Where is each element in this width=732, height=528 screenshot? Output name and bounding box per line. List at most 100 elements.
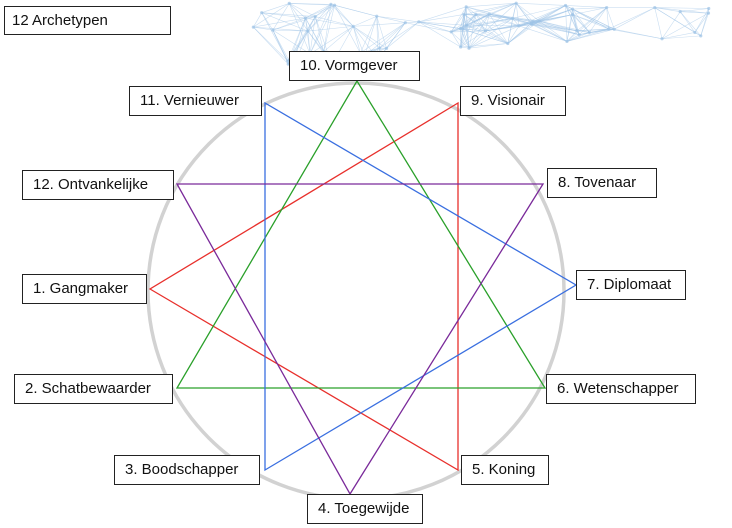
pattern-node	[260, 11, 264, 15]
pattern-line	[315, 4, 335, 17]
pattern-line	[379, 21, 419, 49]
pattern-line	[489, 13, 540, 22]
pattern-line	[572, 14, 615, 30]
pattern-line	[512, 18, 540, 22]
pattern-line	[661, 12, 709, 40]
pattern-line	[460, 28, 470, 49]
pattern-line	[694, 12, 709, 33]
pattern-line	[572, 7, 607, 10]
pattern-line	[261, 12, 309, 32]
pattern-node	[707, 6, 711, 11]
pattern-line	[680, 8, 709, 12]
pattern-node	[461, 27, 465, 31]
pattern-node	[464, 23, 468, 27]
pattern-line	[465, 6, 486, 32]
pattern-node	[459, 45, 463, 49]
pattern-line	[531, 24, 577, 32]
pattern-line	[579, 7, 607, 35]
pattern-node	[570, 13, 575, 17]
pattern-line	[315, 16, 354, 27]
pattern-line	[364, 16, 378, 57]
pattern-line	[485, 18, 513, 32]
pattern-line	[405, 21, 419, 24]
pattern-line	[289, 3, 331, 5]
pattern-node	[570, 7, 575, 11]
pattern-line	[468, 18, 513, 49]
pattern-node	[449, 30, 453, 34]
pattern-line	[468, 30, 486, 49]
pattern-line	[512, 18, 533, 25]
pattern-node	[510, 16, 515, 20]
pattern-node	[678, 10, 682, 14]
label-11-vernieuwer: 11. Vernieuwer	[129, 86, 262, 116]
pattern-line	[654, 7, 709, 9]
pattern-line	[307, 31, 311, 54]
pattern-line	[465, 6, 477, 15]
pattern-line	[489, 13, 533, 25]
pattern-node	[375, 14, 379, 18]
pattern-line	[460, 6, 467, 29]
pattern-line	[466, 2, 517, 26]
pattern-line	[608, 28, 663, 40]
pattern-line	[475, 2, 517, 15]
pattern-node	[699, 34, 703, 38]
pattern-node	[271, 28, 275, 32]
pattern-line	[272, 29, 311, 55]
pattern-line	[608, 7, 655, 30]
pattern-node	[464, 5, 468, 9]
pattern-line	[261, 3, 290, 13]
pattern-line	[460, 13, 490, 48]
pattern-line	[450, 14, 465, 33]
pattern-node	[287, 1, 291, 6]
pattern-line	[466, 25, 470, 49]
pattern-line	[654, 7, 681, 12]
pattern-node	[417, 20, 421, 24]
pattern-line	[515, 3, 533, 25]
triangle-3-7-11	[264, 101, 578, 472]
pattern-line	[576, 28, 609, 32]
pattern-line	[572, 8, 590, 33]
pattern-line	[418, 21, 452, 33]
pattern-node	[384, 46, 389, 50]
pattern-line	[463, 14, 508, 44]
pattern-line	[515, 3, 520, 26]
pattern-node	[351, 24, 355, 28]
pattern-line	[462, 28, 470, 49]
pattern-line	[566, 32, 590, 42]
pattern-node	[693, 30, 697, 35]
label-4-toegewijde: 4. Toegewijde	[307, 494, 423, 524]
pattern-line	[661, 35, 701, 40]
pattern-node	[474, 12, 478, 16]
pattern-line	[466, 25, 486, 32]
pattern-node	[565, 39, 569, 44]
label-5-koning: 5. Koning	[461, 455, 549, 485]
pattern-line	[531, 24, 568, 42]
pattern-line	[330, 4, 377, 17]
pattern-node	[653, 6, 657, 10]
pattern-node	[563, 3, 568, 8]
pattern-line	[572, 14, 609, 30]
pattern-line	[253, 3, 290, 28]
pattern-line	[309, 4, 332, 54]
pattern-line	[451, 14, 477, 33]
pattern-line	[466, 25, 508, 44]
label-8-tovenaar: 8. Tovenaar	[547, 168, 657, 198]
pattern-line	[572, 8, 609, 30]
pattern-line	[485, 14, 490, 32]
pattern-line	[475, 14, 486, 32]
pattern-node	[487, 12, 491, 16]
pattern-line	[531, 24, 580, 36]
pattern-node	[607, 27, 611, 31]
pattern-node	[517, 24, 521, 28]
pattern-line	[272, 16, 316, 31]
pattern-node	[575, 29, 579, 33]
pattern-line	[614, 7, 655, 30]
pattern-line	[466, 2, 517, 8]
pattern-line	[261, 12, 306, 19]
pattern-line	[376, 15, 406, 23]
pattern-line	[460, 14, 477, 48]
pattern-node	[403, 21, 407, 25]
pattern-node	[605, 5, 609, 10]
pattern-node	[286, 59, 290, 63]
pattern-line	[253, 12, 262, 28]
